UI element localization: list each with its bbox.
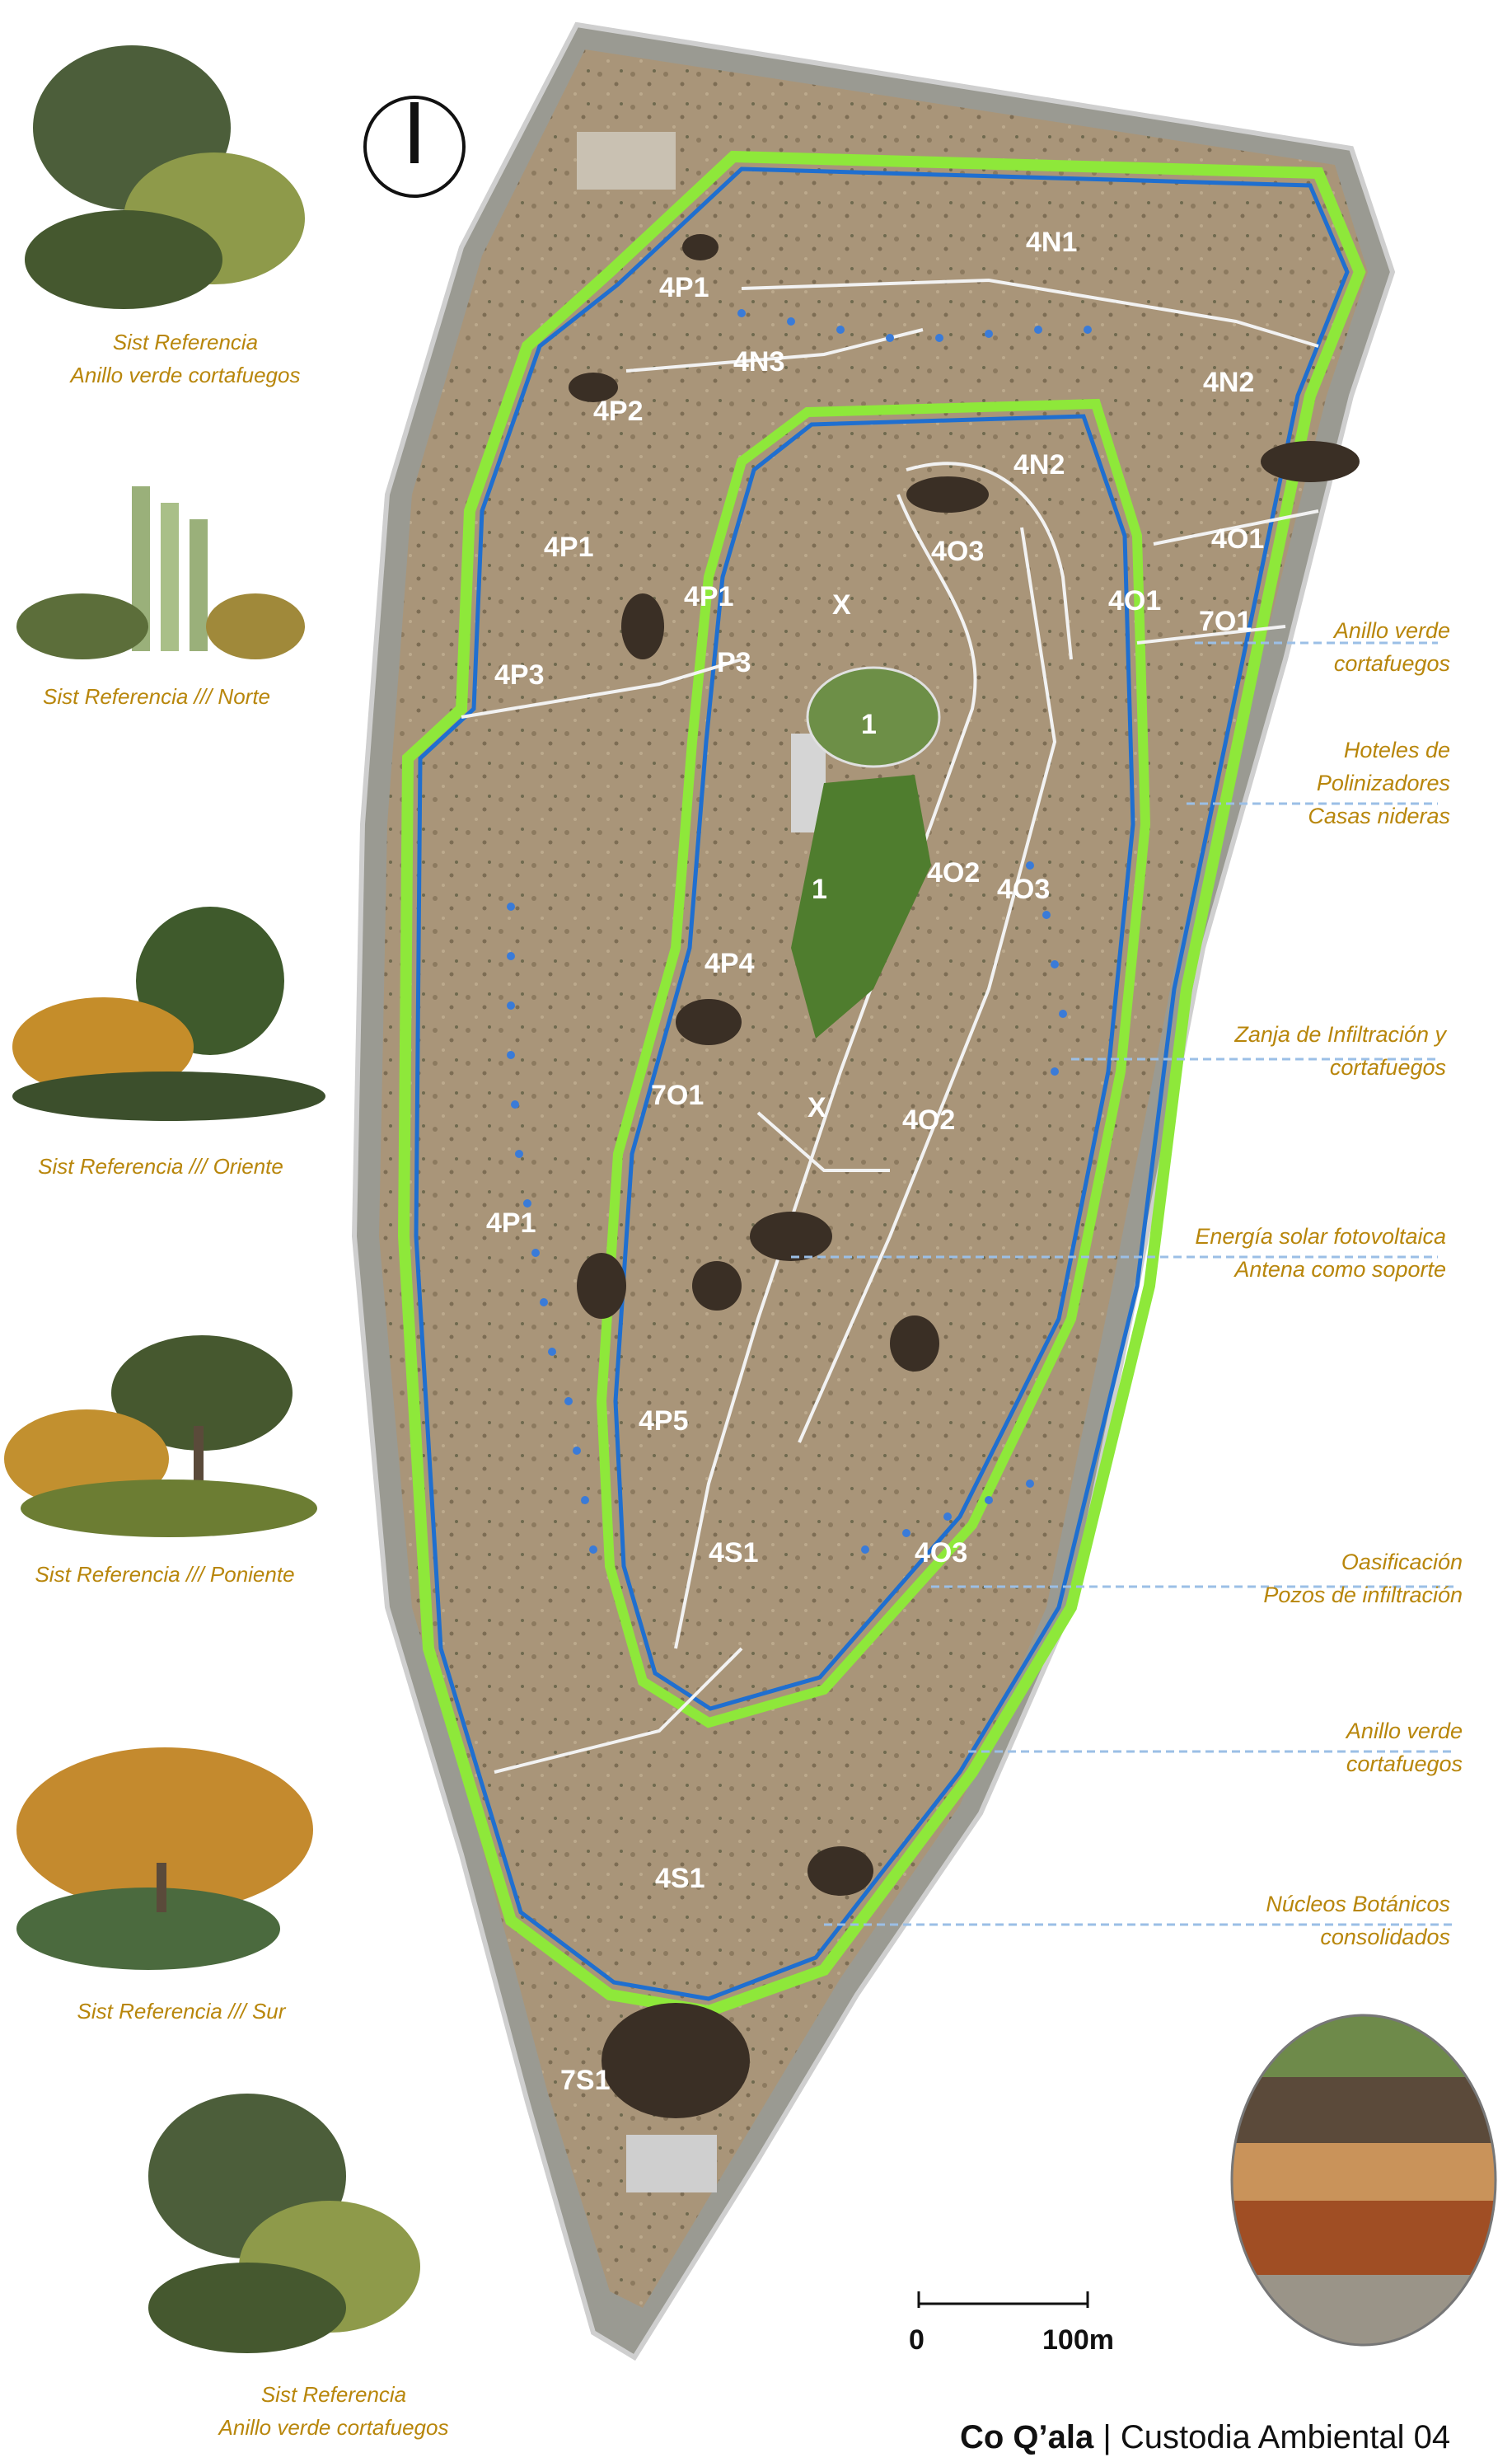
green-inner-loop <box>596 398 1151 1728</box>
footer-separator: | <box>1093 2419 1121 2455</box>
zone-label-4n1: 4N1 <box>1026 227 1077 258</box>
zone-label-p3: P3 <box>717 647 751 678</box>
upper-houses <box>577 132 676 190</box>
plant-ref-caption-6: Sist Referencia Anillo verde cortafuegos <box>218 2382 449 2440</box>
zone-label-1: 1 <box>812 874 827 905</box>
plant-ref-image-6 <box>124 2085 437 2357</box>
zone-label-4p1: 4P1 <box>544 532 594 563</box>
central-garden <box>791 775 931 1039</box>
zone-label-4n3: 4N3 <box>733 346 784 378</box>
zone-label-4s1: 4S1 <box>709 1537 759 1569</box>
zone-labels: 4N1 4P1 4N3 4N2 4P2 4N2 4P1 4O3 4O1 4P1 4O1 7O1 4P3 P… <box>486 227 1264 2096</box>
blue-channel-outer <box>414 166 1350 2001</box>
zone-label-4s1: 4S1 <box>655 1863 705 1894</box>
zone-label-4p3: 4P3 <box>494 659 545 691</box>
plant-ref-image-5 <box>8 1739 330 1978</box>
zone-label-4p1: 4P1 <box>659 272 709 303</box>
zone-label-7o1: 7O1 <box>1199 606 1252 637</box>
zone-label-4o1: 4O1 <box>1108 585 1161 617</box>
footpaths <box>461 278 1319 1774</box>
zone-label-4p2: 4P2 <box>593 396 644 427</box>
scale-start: 0 <box>909 2324 925 2356</box>
footer-brand: Co Q’ala <box>960 2419 1094 2455</box>
lower-houses <box>626 2135 717 2192</box>
zone-label-7s1: 7S1 <box>560 2065 611 2096</box>
zone-label-4p4: 4P4 <box>705 948 755 979</box>
zone-label-4o2: 4O2 <box>927 857 980 889</box>
zone-label-4p1: 4P1 <box>486 1208 536 1239</box>
scale-bar-icon: 0 100m <box>909 2291 1114 2356</box>
plant-ref-image-2 <box>16 470 313 659</box>
zone-label-4o3: 4O3 <box>931 536 984 567</box>
zone-label-4n2: 4N2 <box>1013 449 1065 481</box>
callout-leaders <box>791 641 1454 1926</box>
zone-label-4o3: 4O3 <box>915 1537 967 1569</box>
plant-ref-caption-4: Sist Referencia /// Poniente <box>35 1562 295 1587</box>
zone-label-4p1: 4P1 <box>684 581 734 612</box>
plant-ref-image-4 <box>4 1327 325 1541</box>
plant-ref-caption-2: Sist Referencia /// Norte <box>43 684 270 709</box>
green-firebreak-ring <box>397 150 1366 2018</box>
zone-label-4n2: 4N2 <box>1203 367 1254 398</box>
insect-hotel-photo <box>1230 2014 1497 2347</box>
zone-label-1: 1 <box>861 709 877 740</box>
zone-label-x: X <box>832 589 851 621</box>
zone-label-4o2: 4O2 <box>902 1104 955 1136</box>
yard-1 <box>806 666 941 768</box>
zone-label-4o3: 4O3 <box>997 874 1050 905</box>
zone-label-7o1: 7O1 <box>651 1080 704 1111</box>
blue-channel-inner <box>613 414 1135 1711</box>
plant-ref-image-1 <box>16 29 330 313</box>
footer-subtitle: Custodia Ambiental 04 <box>1120 2419 1451 2455</box>
zone-label-4p5: 4P5 <box>639 1405 689 1437</box>
plant-ref-caption-5: Sist Referencia /// Sur <box>77 1999 286 2024</box>
infiltration-dots <box>507 309 1092 1554</box>
tree-clusters <box>569 234 1360 2118</box>
plant-ref-caption-3: Sist Referencia /// Oriente <box>38 1154 283 1179</box>
zone-label-4o1: 4O1 <box>1211 523 1264 555</box>
scale-end: 100m <box>1042 2324 1114 2356</box>
north-arrow-icon <box>363 96 466 198</box>
plant-ref-image-3 <box>4 898 325 1121</box>
zone-label-x: X <box>807 1092 826 1123</box>
plant-ref-caption-1: Sist Referencia Anillo verde cortafuegos <box>70 330 301 387</box>
footer-title: Co Q’ala | Custodia Ambiental 04 <box>960 2419 1450 2456</box>
